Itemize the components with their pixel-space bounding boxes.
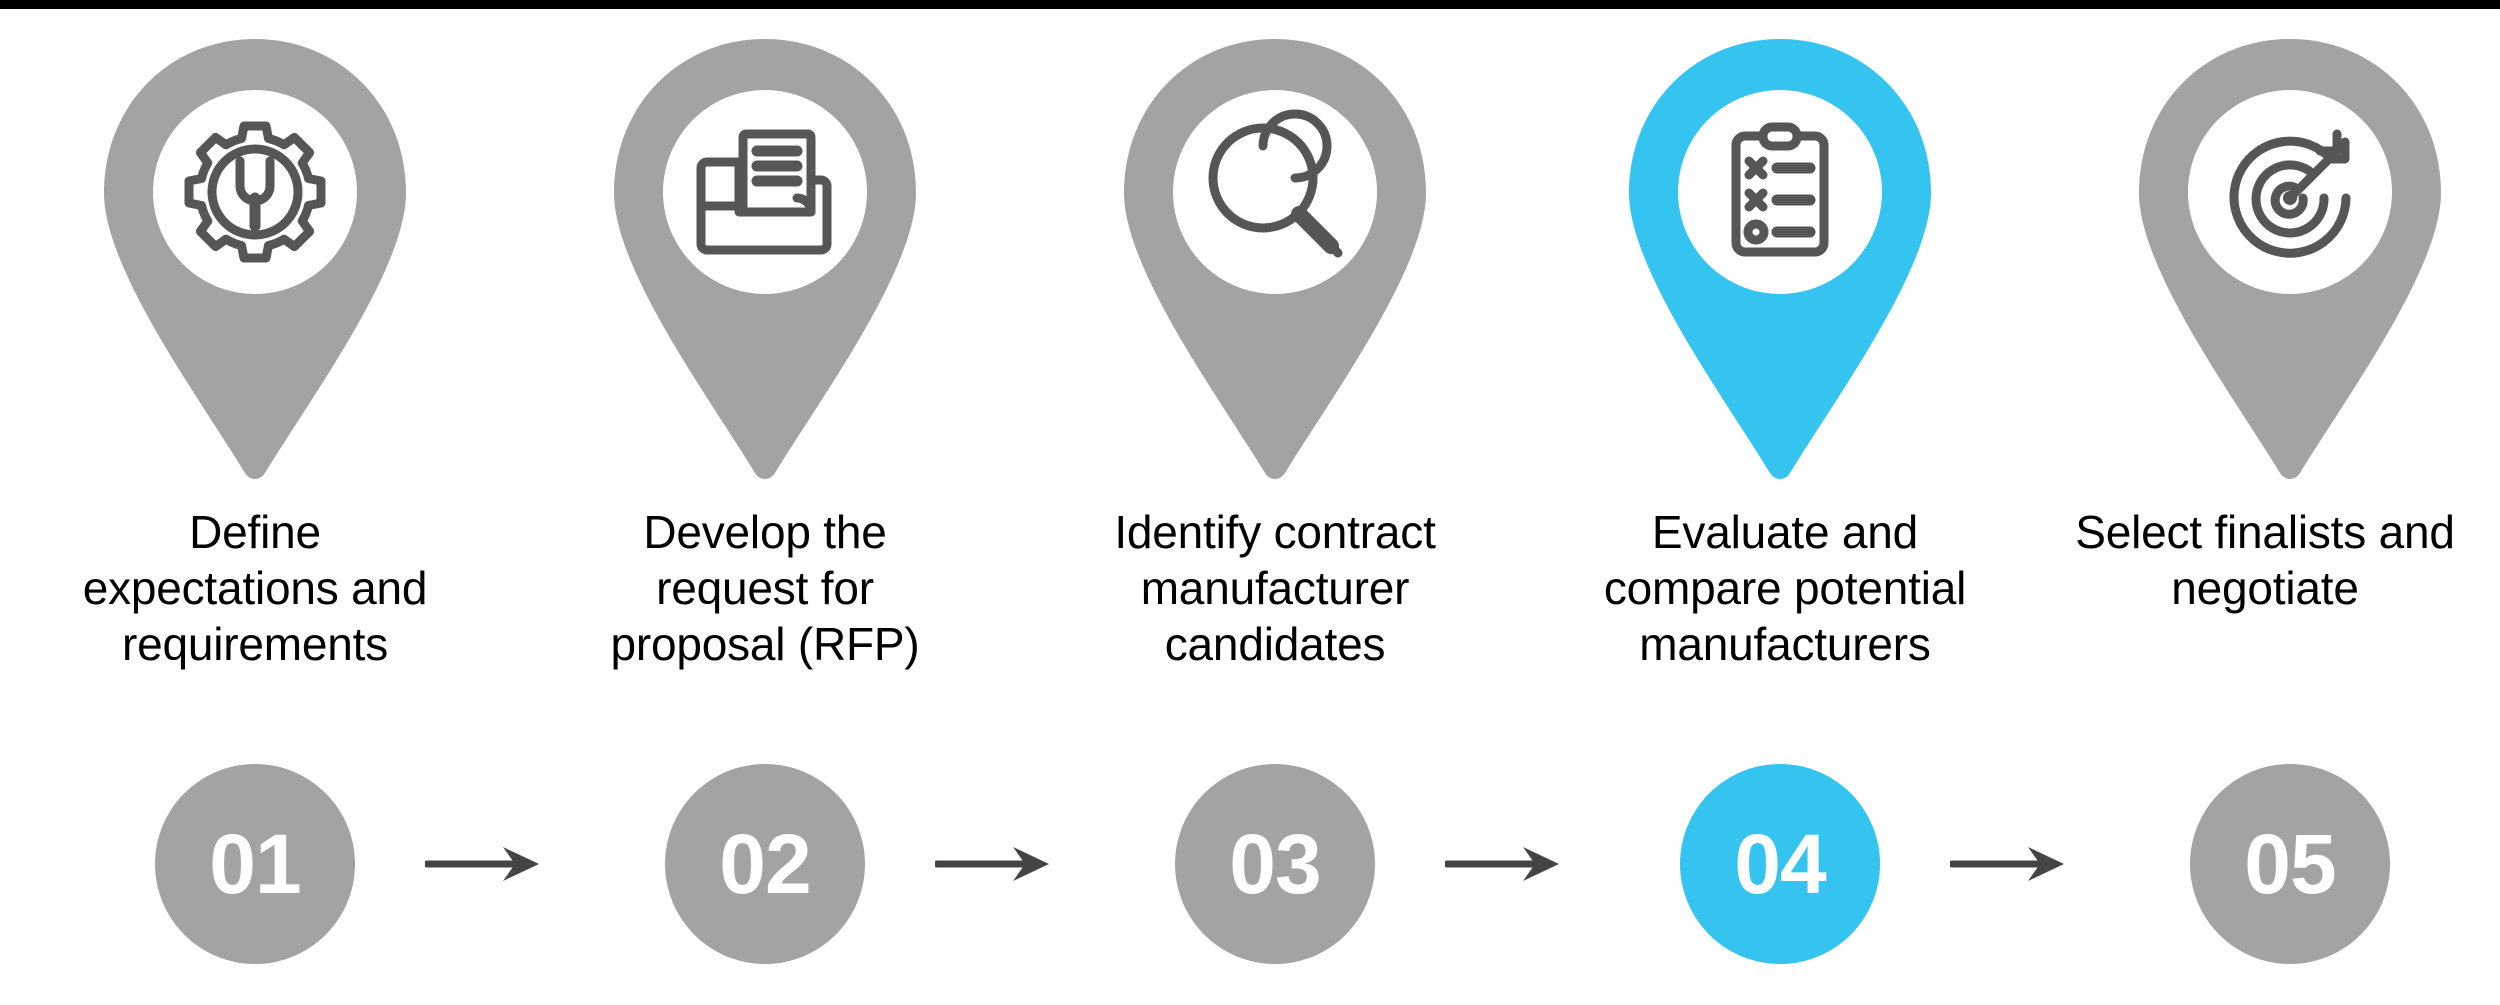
pin-step-04[interactable] — [1615, 29, 1945, 489]
numbers-row: 01 02 03 04 — [0, 764, 2500, 964]
pin-inner-disc — [153, 90, 357, 294]
document-folder-icon — [696, 129, 832, 255]
step-number-03[interactable]: 03 — [1175, 764, 1375, 964]
step-number-label: 05 — [2244, 817, 2336, 911]
label-line: Evaluate and — [1651, 506, 1919, 558]
label-line: manufacturer — [1140, 562, 1410, 615]
step-label-04: Evaluate and compare potential manufactu… — [1560, 504, 2010, 672]
label-line: proposal (RFP) — [610, 618, 920, 671]
step-label-02: Develop the request for proposal (RFP) — [550, 504, 980, 672]
step-number-01[interactable]: 01 — [155, 764, 355, 964]
step-number-label: 02 — [719, 817, 811, 911]
pin-step-03[interactable] — [1110, 29, 1440, 489]
labels-row: Define expectations and requirements Dev… — [0, 504, 2500, 734]
pins-row — [0, 29, 2500, 489]
pin-step-05[interactable] — [2125, 29, 2455, 489]
step-number-label: 01 — [209, 817, 301, 911]
label-line: request for — [656, 562, 874, 615]
label-line: Define — [189, 506, 321, 558]
step-number-label: 04 — [1734, 817, 1826, 911]
arrow-04-to-05 — [1950, 844, 2070, 884]
pin-step-02[interactable] — [600, 29, 930, 489]
step-number-05[interactable]: 05 — [2190, 764, 2390, 964]
label-line: Identify contract — [1114, 506, 1436, 558]
label-line: expectations and — [82, 562, 428, 615]
magnifying-glass-icon — [1208, 109, 1343, 258]
infographic-canvas: Define expectations and requirements Dev… — [0, 9, 2500, 1005]
step-number-02[interactable]: 02 — [665, 764, 865, 964]
label-line: requirements — [121, 618, 389, 671]
step-label-03: Identify contract manufacturer candidate… — [1055, 504, 1495, 672]
arrow-03-to-04 — [1445, 844, 1565, 884]
arrow-01-to-02 — [425, 844, 545, 884]
pin-inner-disc — [1678, 90, 1882, 294]
step-label-01: Define expectations and requirements — [40, 504, 470, 672]
label-line: candidates — [1164, 618, 1386, 671]
label-line: Develop the — [643, 506, 887, 558]
gear-wrench-icon — [184, 121, 326, 263]
step-number-04[interactable]: 04 — [1680, 764, 1880, 964]
label-line: compare potential — [1603, 562, 1967, 615]
step-label-05: Select finalists and negotiate — [2030, 504, 2500, 616]
pin-step-01[interactable] — [90, 29, 420, 489]
top-black-bar — [0, 0, 2500, 9]
arrow-02-to-03 — [935, 844, 1055, 884]
step-number-label: 03 — [1229, 817, 1321, 911]
clipboard-checklist-icon — [1731, 122, 1829, 257]
label-line: Select finalists and — [2075, 506, 2455, 558]
target-arrow-icon — [2229, 129, 2351, 258]
label-line: manufacturers — [1639, 618, 1931, 671]
label-line: negotiate — [2171, 562, 2359, 615]
